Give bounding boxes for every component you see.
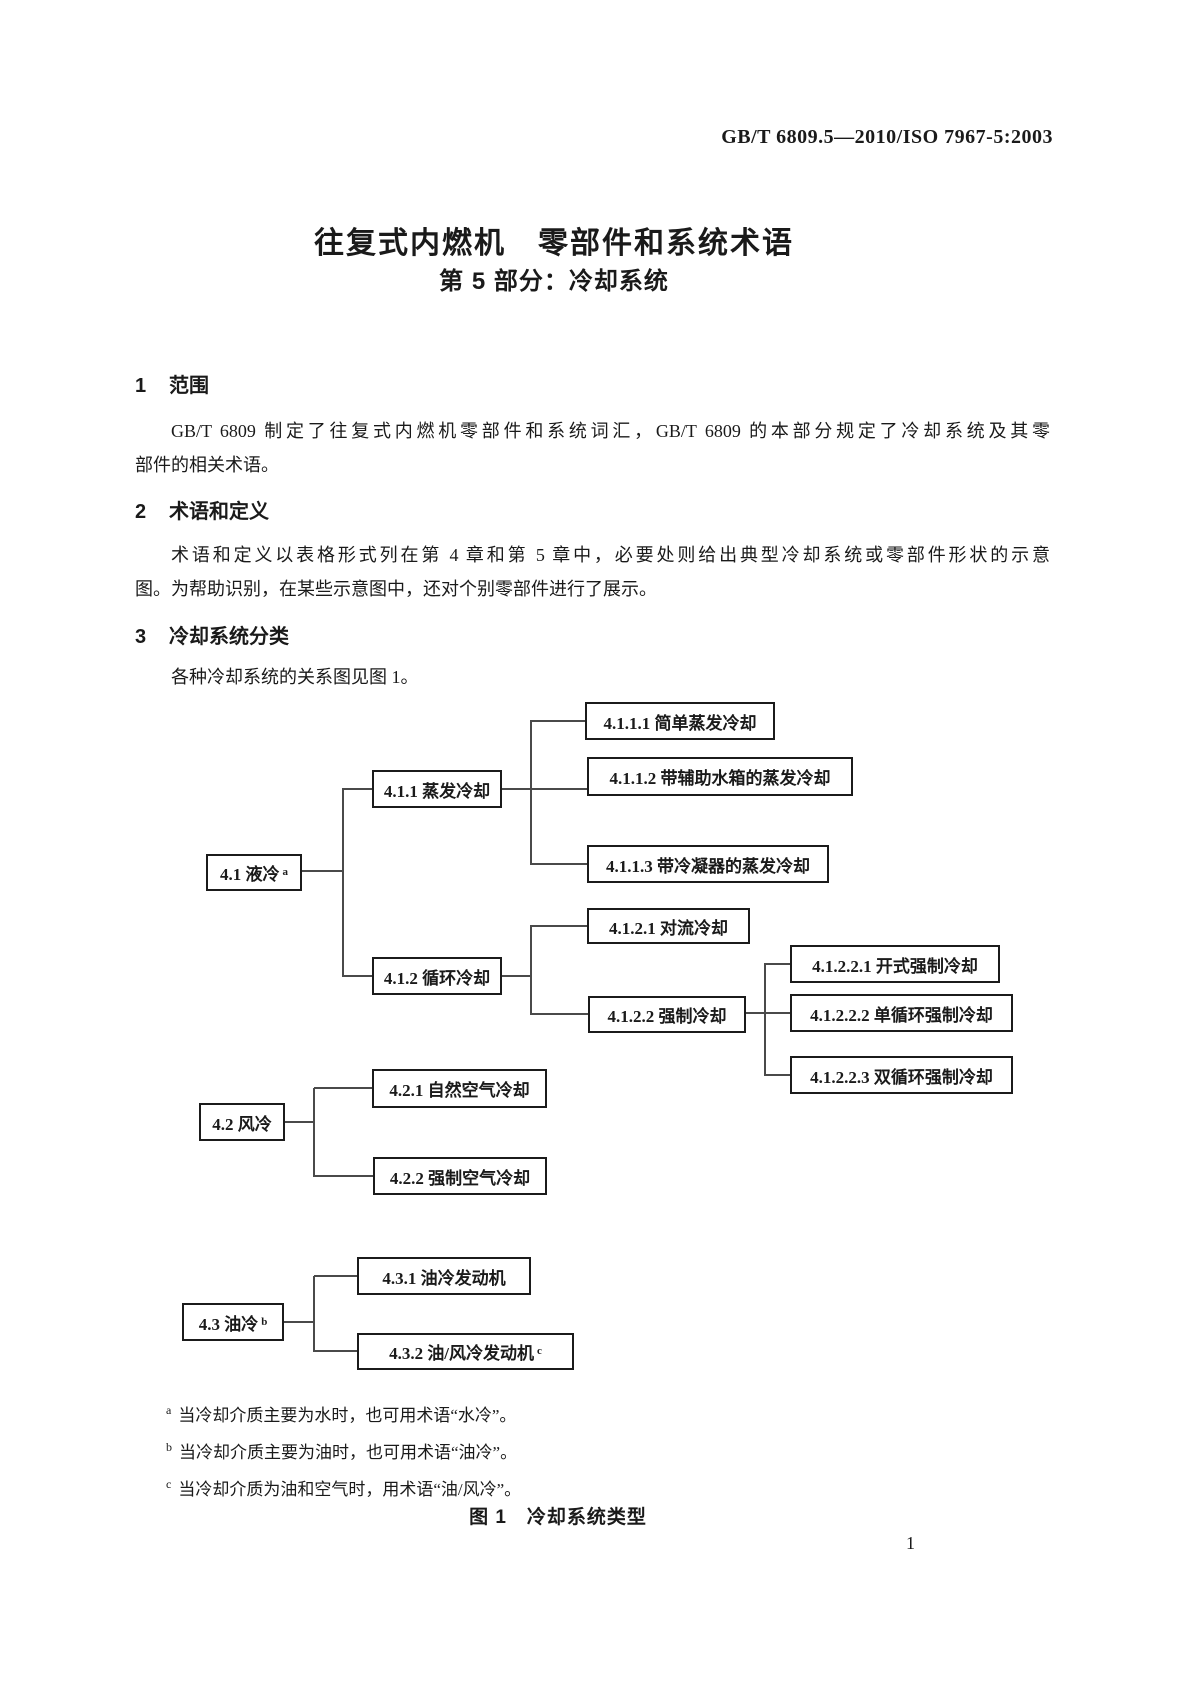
node-label: 4.1.2.2.1 开式强制冷却 — [812, 956, 978, 976]
section-number: 2 — [135, 501, 147, 523]
footnote-b: b 当冷却介质主要为油时，也可用术语“油冷”。 — [166, 1438, 1046, 1463]
connector-line — [313, 1276, 315, 1352]
node-footnote-ref: b — [261, 1315, 268, 1328]
footnote-text: 当冷却介质主要为水时，也可用术语“水冷”。 — [178, 1406, 517, 1425]
tree-node-4-1-1-2-aux-tank-evaporative: 4.1.1.2 带辅助水箱的蒸发冷却 — [587, 757, 853, 796]
section-number: 1 — [135, 375, 147, 397]
tree-node-4-1-2-2-2-single-circuit-forced: 4.1.2.2.2 单循环强制冷却 — [790, 994, 1013, 1032]
connector-line — [342, 788, 344, 977]
connector-line — [531, 1013, 588, 1015]
section-heading-scope: 1 范围 — [135, 369, 209, 398]
connector-line — [765, 963, 790, 965]
connector-line — [765, 1074, 790, 1076]
tree-node-4-1-2-circulating-cooling: 4.1.2 循环冷却 — [372, 957, 502, 995]
node-label: 4.1.1.1 简单蒸发冷却 — [603, 713, 757, 733]
tree-node-4-1-2-2-3-dual-circuit-forced: 4.1.2.2.3 双循环强制冷却 — [790, 1056, 1013, 1094]
section-number: 3 — [135, 626, 147, 648]
connector-line — [531, 863, 587, 865]
footnote-marker: a — [166, 1403, 172, 1418]
connector-line — [530, 720, 532, 865]
footnote-text: 当冷却介质为油和空气时，用术语“油/风冷”。 — [178, 1480, 522, 1499]
figure-caption: 图 1 冷却系统类型 — [469, 1507, 647, 1528]
connector-line — [314, 1087, 372, 1089]
node-label: 4.1.2 循环冷却 — [383, 968, 491, 988]
doc-title-line1: 往复式内燃机 零部件和系统术语 — [314, 227, 794, 260]
connector-line — [746, 1012, 790, 1014]
connector-line — [343, 975, 372, 977]
connector-line — [502, 975, 531, 977]
node-label: 4.1.2.2 强制冷却 — [607, 1007, 727, 1026]
paragraph-line: GB/T 6809 制定了往复式内燃机零部件和系统词汇，GB/T 6809 的本… — [171, 421, 1050, 441]
tree-node-4-1-1-1-simple-evaporative: 4.1.1.1 简单蒸发冷却 — [585, 702, 775, 740]
connector-line — [531, 925, 587, 927]
node-footnote-ref: c — [537, 1345, 542, 1357]
node-label: 4.2.1 自然空气冷却 — [389, 1081, 530, 1100]
section-heading-terms: 2 术语和定义 — [135, 495, 269, 524]
footnote-marker: b — [166, 1440, 172, 1455]
footnote-marker: c — [166, 1477, 172, 1492]
node-label: 4.3.2 油/风冷发动机 — [389, 1344, 535, 1363]
standard-number: GB/T 6809.5—2010/ISO 7967-5:2003 — [721, 126, 1053, 148]
connector-line — [531, 720, 585, 722]
doc-title-line2: 第 5 部分：冷却系统 — [439, 268, 669, 295]
section-heading-classification: 3 冷却系统分类 — [135, 620, 289, 649]
footnote-a: a 当冷却介质主要为水时，也可用术语“水冷”。 — [166, 1401, 1046, 1426]
node-label: 4.1.1.2 带辅助水箱的蒸发冷却 — [609, 769, 831, 788]
section-title: 范围 — [169, 375, 209, 397]
footnote-text: 当冷却介质主要为油时，也可用术语“油冷”。 — [179, 1443, 518, 1462]
connector-line — [284, 1321, 314, 1323]
node-label: 4.1.1.3 带冷凝器的蒸发冷却 — [606, 856, 810, 876]
connector-line — [313, 1088, 315, 1177]
tree-node-4-2-1-natural-air-cooling: 4.2.1 自然空气冷却 — [372, 1069, 547, 1108]
paragraph-line: 术语和定义以表格形式列在第 4 章和第 5 章中，必要处则给出典型冷却系统或零部… — [171, 545, 1050, 565]
section-title: 术语和定义 — [169, 501, 269, 523]
connector-line — [285, 1121, 314, 1123]
connector-line — [502, 788, 587, 790]
connector-line — [302, 870, 343, 872]
footnote-c: c 当冷却介质为油和空气时，用术语“油/风冷”。 — [166, 1475, 1046, 1500]
section-title: 冷却系统分类 — [169, 626, 289, 648]
connector-line — [530, 925, 532, 1015]
tree-node-4-2-air-cooling: 4.2 风冷 — [199, 1103, 285, 1141]
connector-line — [314, 1350, 357, 1352]
tree-node-4-1-1-evaporative-cooling: 4.1.1 蒸发冷却 — [372, 770, 502, 808]
connector-line — [343, 788, 372, 790]
page-number: 1 — [906, 1533, 915, 1553]
tree-node-4-1-2-2-forced-cooling: 4.1.2.2 强制冷却 — [588, 996, 746, 1033]
node-label: 4.1.2.1 对流冷却 — [609, 918, 728, 938]
node-label: 4.3 油冷 — [198, 1314, 259, 1334]
tree-node-4-1-2-1-convection-cooling: 4.1.2.1 对流冷却 — [587, 908, 750, 944]
node-label: 4.1.1 蒸发冷却 — [383, 781, 491, 801]
tree-node-4-1-1-3-condenser-evaporative: 4.1.1.3 带冷凝器的蒸发冷却 — [587, 845, 829, 883]
connector-line — [314, 1175, 373, 1177]
node-label: 4.2.2 强制空气冷却 — [389, 1168, 531, 1188]
node-label: 4.1.2.2.2 单循环强制冷却 — [810, 1005, 993, 1025]
paragraph-line: 各种冷却系统的关系图见图 1。 — [171, 667, 419, 687]
node-footnote-ref: a — [282, 866, 289, 878]
connector-line — [314, 1275, 357, 1277]
node-label: 4.1.2.2.3 双循环强制冷却 — [810, 1067, 993, 1087]
node-label: 4.3.1 油冷发动机 — [382, 1268, 506, 1288]
tree-node-4-2-2-forced-air-cooling: 4.2.2 强制空气冷却 — [373, 1157, 547, 1195]
paragraph-line: 部件的相关术语。 — [135, 455, 279, 475]
connector-line — [764, 963, 766, 1076]
node-label: 4.1 液冷 — [220, 865, 280, 884]
paragraph-line: 图。为帮助识别，在某些示意图中，还对个别零部件进行了展示。 — [135, 579, 657, 599]
tree-node-4-1-2-2-1-open-forced: 4.1.2.2.1 开式强制冷却 — [790, 945, 1000, 983]
node-label: 4.2 风冷 — [212, 1114, 272, 1134]
tree-node-4-3-1-oil-cooled-engine: 4.3.1 油冷发动机 — [357, 1257, 531, 1295]
